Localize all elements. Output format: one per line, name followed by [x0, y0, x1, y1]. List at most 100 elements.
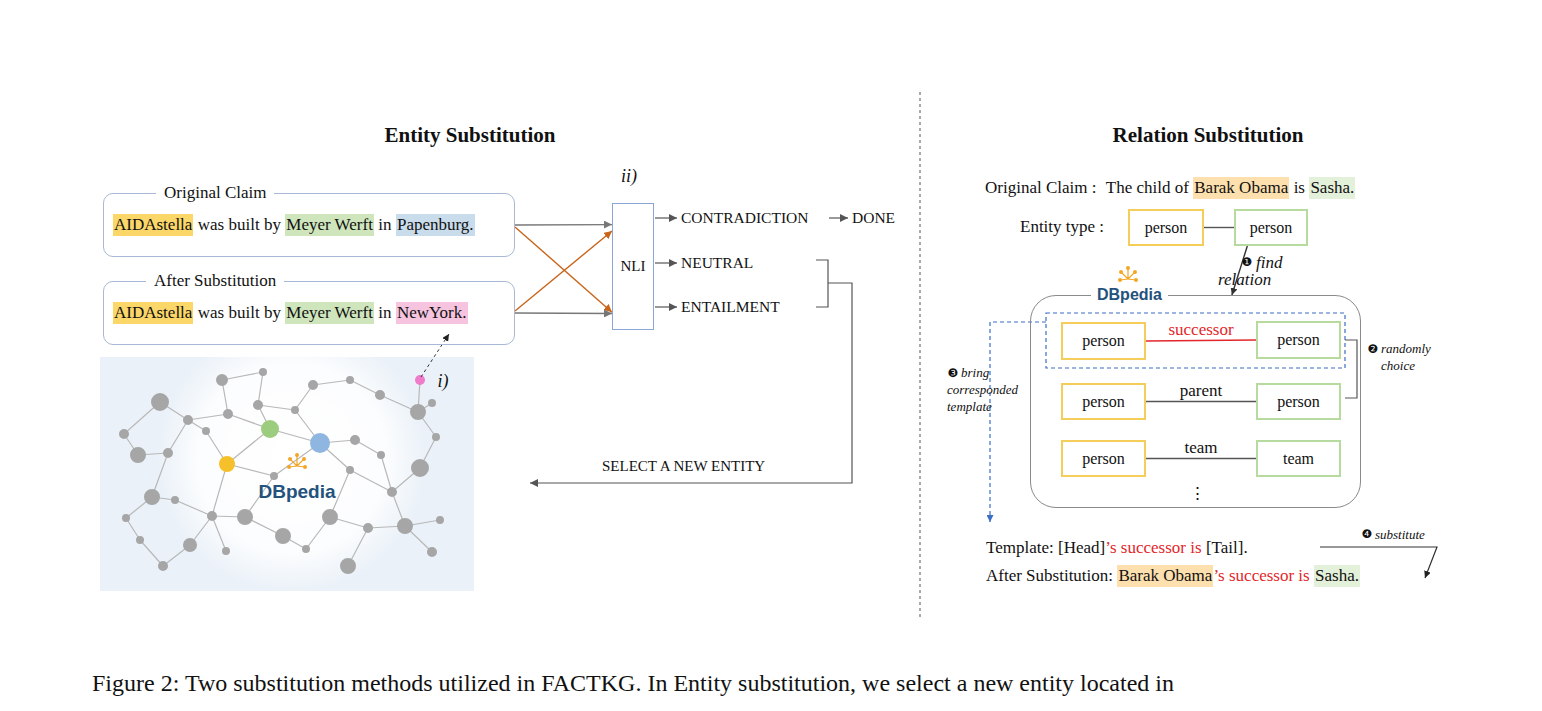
- edge-label: successor: [1168, 320, 1233, 340]
- edge-label: team: [1184, 438, 1217, 458]
- step-label: bring corresponded template: [947, 364, 1037, 415]
- template-arrow: [990, 322, 1046, 522]
- callout-number: ❷: [1368, 342, 1379, 356]
- node-label: person: [1082, 332, 1125, 350]
- nli-result: CONTRADICTION: [681, 209, 808, 227]
- claim-sentence: AIDAstellawas built byMeyer WerftinPapen…: [113, 214, 475, 236]
- entity-node-yellow: [219, 456, 235, 472]
- dbpedia-logo-dots: [287, 453, 307, 469]
- connector-arrow: [515, 312, 612, 314]
- connector-arrow: [515, 224, 612, 226]
- node-label: NLI: [621, 258, 646, 275]
- entity-box: person: [1061, 440, 1146, 477]
- step-marker: ii): [621, 166, 637, 187]
- bracket: [1345, 340, 1357, 398]
- result-arrow: [655, 262, 677, 263]
- entity-box: person: [1256, 383, 1341, 420]
- template-text: [Tail].: [1206, 537, 1248, 559]
- graph-nodes: [119, 368, 444, 574]
- result-arrow: [655, 306, 677, 307]
- entity-box: person: [1061, 383, 1146, 420]
- relation-line: [1146, 340, 1256, 341]
- entity-highlight: Meyer Werft: [285, 214, 374, 236]
- entity-node-green: [261, 420, 279, 438]
- claim-text: is: [1294, 177, 1305, 199]
- claim-box: Original ClaimAIDAstellawas built byMeye…: [103, 193, 515, 257]
- node-label: person: [1145, 219, 1188, 237]
- container-heading: DBpedia: [1091, 284, 1168, 306]
- graph-glow: [157, 323, 427, 593]
- entity-type-label: Entity type :: [1020, 217, 1104, 237]
- section-title: Relation Substitution: [1113, 123, 1304, 148]
- nli-result: DONE: [852, 209, 895, 227]
- entity-highlight: AIDAstella: [113, 302, 193, 324]
- dbpedia-logo-text: DBpedia: [258, 481, 335, 503]
- entity-box: NLI: [612, 203, 654, 330]
- claim-sentence: AIDAstellawas built byMeyer WerftinNewYo…: [113, 302, 468, 324]
- entity-highlight: Barak Obama: [1117, 565, 1213, 587]
- claim-box: After SubstitutionAIDAstellawas built by…: [103, 281, 515, 345]
- node-label: person: [1082, 450, 1125, 468]
- selection-box: [1046, 313, 1345, 368]
- node-label: person: [1277, 331, 1320, 349]
- entity-box: person: [1061, 322, 1146, 360]
- result-arrow: [655, 217, 677, 218]
- claim-text: was built by: [198, 302, 281, 324]
- divider-line: [920, 92, 921, 620]
- callout-number: ❹: [1362, 527, 1373, 541]
- entity-box: person: [1256, 321, 1341, 359]
- entity-highlight: Sasha.: [1309, 177, 1355, 199]
- step-marker: i): [438, 371, 449, 392]
- loop-arrow: [530, 283, 852, 483]
- claim-text: in: [378, 302, 391, 324]
- sentence-line: Template: [Head]’s successor is[Tail].: [986, 537, 1248, 559]
- relation-text: ’s successor is: [1105, 537, 1201, 559]
- entity-node-blue: [310, 433, 330, 453]
- sentence-line: After Substitution:Barak Obama’s success…: [986, 565, 1360, 587]
- claim-heading: Original Claim: [156, 183, 274, 203]
- section-title: Entity Substitution: [385, 123, 556, 148]
- claim-heading: After Substitution: [146, 271, 284, 291]
- entity-highlight: NewYork.: [396, 302, 468, 324]
- ellipsis: ⋮: [1189, 483, 1206, 504]
- sentence-line: Original Claim : The child ofBarak Obamai…: [985, 177, 1355, 199]
- relation-line: [1146, 458, 1256, 459]
- relation-line: [1204, 227, 1234, 228]
- dbpedia-logo-dots: [1118, 266, 1138, 282]
- template-text: Template: [Head]: [986, 537, 1105, 559]
- nli-result: NEUTRAL: [681, 254, 753, 272]
- claim-text: in: [378, 214, 391, 236]
- entity-box: person: [1234, 209, 1308, 246]
- loop-label: SELECT A NEW ENTITY: [602, 458, 765, 475]
- entity-highlight: Meyer Werft: [285, 302, 374, 324]
- entity-box: team: [1256, 440, 1341, 477]
- connector-arrow: [515, 231, 612, 311]
- relation-line: [1146, 401, 1256, 402]
- step-label: substitute: [1375, 526, 1425, 543]
- node-label: person: [1277, 393, 1320, 411]
- entity-highlight: AIDAstella: [113, 214, 193, 236]
- edge-label: find relation: [1218, 254, 1290, 288]
- claim-text: After Substitution:: [986, 565, 1113, 587]
- relation-text: ’s successor is: [1213, 565, 1309, 587]
- entity-box: person: [1128, 209, 1204, 246]
- callout-number: ❶: [1242, 255, 1253, 269]
- connector-arrow: [515, 227, 612, 312]
- entity-highlight: Barak Obama: [1193, 177, 1289, 199]
- result-arrow: [829, 217, 848, 218]
- node-label: person: [1250, 219, 1293, 237]
- step-label: randomly choice: [1381, 340, 1441, 374]
- edge-label: parent: [1180, 381, 1222, 401]
- figure-caption: Figure 2: Two substitution methods utili…: [92, 670, 1174, 697]
- bracket: [816, 260, 828, 307]
- callout-number: ❸: [948, 366, 959, 380]
- claim-text: Original Claim :: [985, 177, 1096, 199]
- nli-result: ENTAILMENT: [681, 298, 780, 316]
- entity-highlight: Sasha.: [1314, 565, 1360, 587]
- claim-text: The child of: [1106, 177, 1189, 199]
- entity-node-pink: [415, 375, 425, 385]
- entity-highlight: Papenburg.: [396, 214, 475, 236]
- claim-text: was built by: [198, 214, 281, 236]
- node-label: person: [1082, 393, 1125, 411]
